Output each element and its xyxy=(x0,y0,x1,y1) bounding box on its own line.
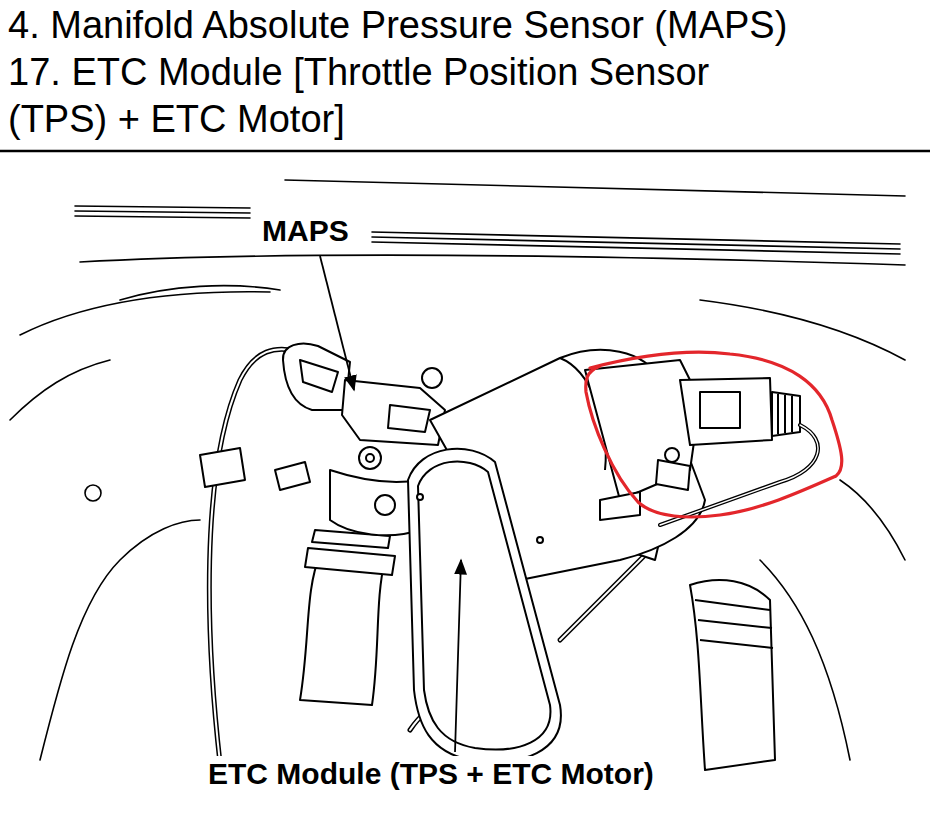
engine-bay-part xyxy=(75,206,250,218)
etc-cover xyxy=(408,449,561,762)
hoses-part xyxy=(690,580,775,770)
hose-clips-part xyxy=(200,448,245,487)
engine-bay-part xyxy=(840,480,905,560)
engine-bay-part xyxy=(85,485,101,501)
etc-throttle-body-part xyxy=(772,392,800,436)
etc-throttle-body-part xyxy=(700,392,740,428)
hoses-part xyxy=(695,600,773,648)
leader-lines xyxy=(320,256,461,752)
etc-throttle-body-part xyxy=(680,378,772,445)
etc-throttle-body-part xyxy=(665,448,679,462)
engine-bay-part xyxy=(372,232,900,254)
tps-wire-part xyxy=(660,425,818,525)
engine-bay-part xyxy=(80,255,905,265)
map-sensor-part xyxy=(300,360,338,392)
map-sensor-part xyxy=(342,380,445,445)
engine-bay-part xyxy=(10,360,110,420)
engine-bay-part xyxy=(40,520,200,760)
heading-text: 17. ETC Module [Throttle Position Sensor… xyxy=(8,49,778,143)
map-sensor-part xyxy=(330,470,420,535)
engine-bay-part xyxy=(20,292,270,335)
header-rule xyxy=(0,150,930,153)
etc-throttle-body-part xyxy=(778,394,792,434)
part-label: ETC Module (TPS + ETC Motor) xyxy=(205,756,657,792)
hoses-part xyxy=(305,548,395,575)
map-sensor-part xyxy=(283,344,350,410)
tps-wire-core-part xyxy=(660,425,818,525)
tps-wire-core xyxy=(660,425,818,525)
part-label: MAPS xyxy=(259,213,352,249)
map-sensor-part xyxy=(366,454,374,462)
highlight-loop xyxy=(586,352,842,517)
engine-bay-part xyxy=(700,300,905,360)
map-sensor-part xyxy=(422,368,442,388)
engine-bay-part xyxy=(120,286,280,300)
leader-lines-part xyxy=(320,256,354,390)
hose-clips-part xyxy=(275,462,310,490)
tps-wire xyxy=(660,425,818,525)
etc-cover-part xyxy=(417,494,423,500)
etc-cover-part xyxy=(418,462,550,750)
leader-lines-part xyxy=(455,560,461,752)
engine-bay-part xyxy=(285,180,905,196)
vacuum-hose-part xyxy=(209,349,300,780)
map-sensor-part xyxy=(375,495,395,515)
map-sensor-part xyxy=(359,447,381,469)
vacuum-hose-core-part xyxy=(209,349,300,780)
map-sensor-part xyxy=(388,405,430,432)
etc-cover-part xyxy=(537,537,543,543)
etc-throttle-body-part xyxy=(656,460,690,490)
heading-text: 4. Manifold Absolute Pressure Sensor (MA… xyxy=(8,2,787,49)
etc-cover-part xyxy=(408,449,561,762)
hoses-part xyxy=(300,555,385,705)
